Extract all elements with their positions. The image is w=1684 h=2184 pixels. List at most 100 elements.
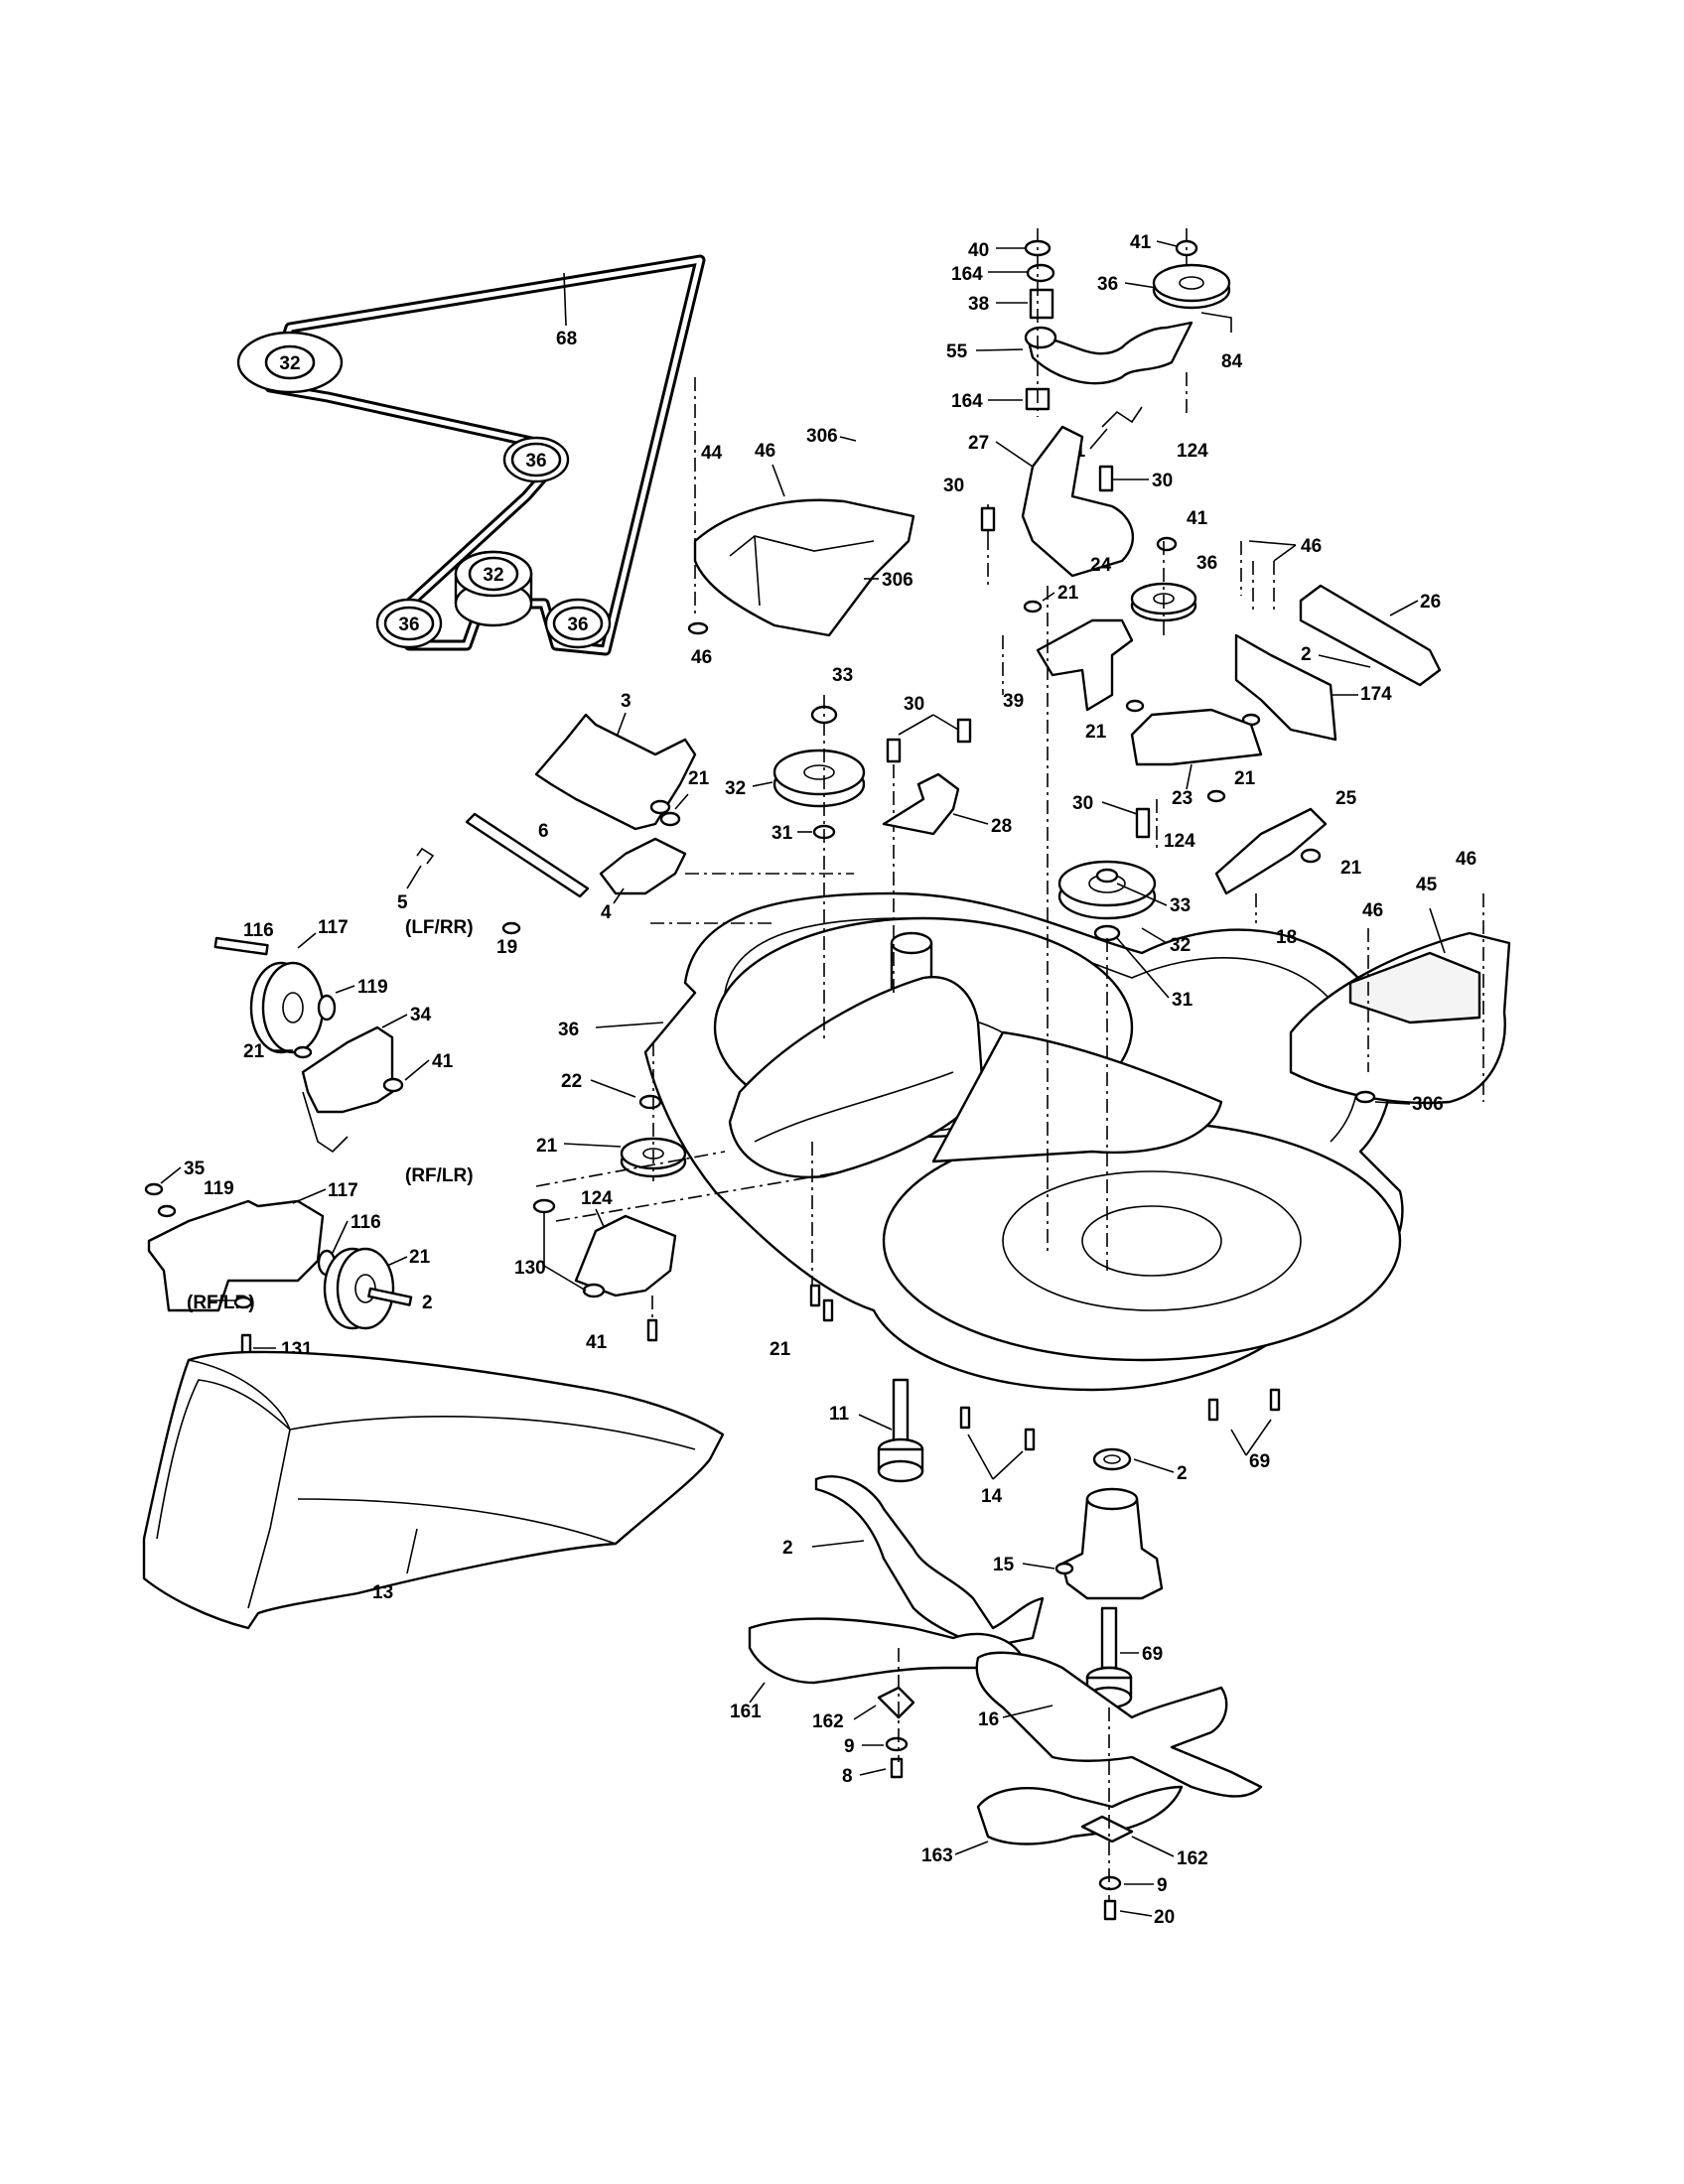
callout-13: 11 bbox=[829, 1404, 850, 1425]
callout-9: 9 bbox=[1157, 1875, 1168, 1896]
spindle-housing: 14 2 15 69 bbox=[959, 1388, 1281, 1600]
belt-pulley-36-mid: 36 bbox=[502, 436, 570, 483]
belt-routing-diagram: 32 36 32 36 36 68 bbox=[236, 254, 706, 656]
right-spindle-pulley: 30 33 32 31 bbox=[1047, 586, 1193, 1271]
callout-119: 116 bbox=[351, 1212, 381, 1233]
callout-46: 306 bbox=[806, 426, 838, 447]
callout-21: 21 bbox=[1234, 768, 1256, 789]
callout-6: 6 bbox=[538, 821, 549, 842]
callout-9: 9 bbox=[844, 1736, 855, 1757]
callout-21: 130 bbox=[514, 1258, 546, 1279]
callout-34: 34 bbox=[410, 1005, 432, 1025]
callout-2: 2 bbox=[1301, 644, 1312, 665]
right-belt-guard: 45 46 46 306 bbox=[1289, 849, 1511, 1115]
right-spindle-and-blade: 69 69 16 163 162 9 20 bbox=[921, 1606, 1263, 1928]
callout-2: 69 bbox=[1249, 1451, 1270, 1472]
callout-36: 36 bbox=[1196, 553, 1217, 574]
callout-33: 33 bbox=[832, 665, 853, 686]
callout-24: 24 bbox=[1090, 555, 1112, 576]
callout-1: 36 bbox=[558, 1020, 579, 1040]
right-idler-assembly: 41 36 46 26 24 21 39 2 174 21 40 23 2 bbox=[1002, 508, 1442, 948]
callout-162: 162 bbox=[812, 1711, 844, 1732]
callout-16: 16 bbox=[978, 1709, 999, 1730]
callout-22: 124 bbox=[581, 1188, 613, 1209]
callout-130: 21 bbox=[770, 1339, 791, 1360]
callout-164: 164 bbox=[951, 391, 983, 412]
left-deck-bracket: 3 21 6 5 4 19 (LF/RR) bbox=[397, 691, 854, 958]
gauge-wheel-rf-lr: 35 119 117 116 21 2 (RF/LR) 131 (RF/LR) bbox=[144, 1159, 474, 1360]
callout-32: 32 bbox=[725, 778, 746, 799]
callout-20: 20 bbox=[1154, 1907, 1175, 1928]
callout-41: 41 bbox=[1130, 232, 1152, 253]
gauge-wheel-lf-rr: 116 117 119 34 21 41 bbox=[213, 917, 454, 1154]
belt-pulley-label: 32 bbox=[483, 565, 503, 586]
callout-41: 35 bbox=[184, 1159, 206, 1179]
callout-30: 30 bbox=[943, 476, 964, 496]
callout-2: 14 bbox=[981, 1486, 1003, 1507]
callout-38: 38 bbox=[968, 294, 989, 315]
callout-44: 46 bbox=[755, 441, 775, 462]
orientation-note-rf-lr: (RF/LR) bbox=[405, 1165, 474, 1186]
callout-163: 163 bbox=[921, 1845, 953, 1866]
callout-41: 41 bbox=[1187, 508, 1208, 529]
callout-119: 119 bbox=[357, 977, 388, 998]
callout-32: 32 bbox=[1170, 935, 1191, 956]
callout-69: 69 bbox=[1142, 1644, 1163, 1665]
callout-21: 119 bbox=[204, 1178, 234, 1199]
callout-15: 2 bbox=[1177, 1463, 1188, 1484]
center-spindle-pulley: 33 32 31 30 28 bbox=[725, 665, 1012, 1042]
left-spindle-and-blade: 11 2 161 162 9 8 bbox=[730, 1378, 1045, 1787]
callout-41: 22 bbox=[561, 1071, 582, 1092]
mower-deck-housing: 36 bbox=[558, 891, 1404, 1392]
callout-30: 30 bbox=[904, 694, 924, 715]
callout-124: 124 bbox=[1164, 831, 1195, 852]
callout-306: 46 bbox=[691, 647, 712, 668]
belt-pulley-32-top: 32 bbox=[236, 331, 344, 394]
callout-124: 41 bbox=[586, 1332, 608, 1353]
callout-306: 306 bbox=[1412, 1094, 1444, 1115]
callout-39: 39 bbox=[1003, 691, 1024, 712]
belt-pulley-label: 36 bbox=[525, 451, 546, 472]
callout-124: 124 bbox=[1177, 441, 1208, 462]
orientation-note-lf-rr: (LF/RR) bbox=[405, 917, 474, 938]
idler-bracket-assembly: 40 164 38 55 164 41 36 84 61 124 27 bbox=[943, 228, 1243, 586]
callout-21: 21 bbox=[1085, 722, 1107, 743]
callout-46: 46 bbox=[1301, 536, 1322, 557]
callout-14: 15 bbox=[993, 1555, 1015, 1575]
callout-306: 306 bbox=[882, 570, 913, 591]
callout-40: 40 bbox=[968, 240, 989, 261]
callout-21: 21 bbox=[688, 768, 710, 789]
callout-23: 23 bbox=[1172, 788, 1193, 809]
belt-pulley-36-right: 36 bbox=[544, 598, 612, 649]
callout-116: 116 bbox=[243, 920, 274, 941]
callout-161: 161 bbox=[730, 1702, 762, 1722]
callout-21: 21 bbox=[243, 1041, 265, 1062]
callout-117: 117 bbox=[318, 917, 349, 938]
callout-45: 45 bbox=[1416, 875, 1438, 895]
callout-31: 31 bbox=[1172, 990, 1193, 1011]
callout-68: 68 bbox=[556, 329, 577, 349]
callout-35: 117 bbox=[328, 1180, 358, 1201]
callout-36: 36 bbox=[1097, 274, 1118, 295]
callout-117: 21 bbox=[409, 1247, 431, 1268]
callout-4: 4 bbox=[601, 902, 612, 923]
callout-18: 18 bbox=[1276, 927, 1297, 948]
belt-pulley-36-left: 36 bbox=[375, 598, 443, 649]
belt-pulley-label: 36 bbox=[398, 614, 419, 635]
callout-30: 30 bbox=[1152, 471, 1173, 491]
callout-28: 28 bbox=[991, 816, 1012, 837]
callout-21: 21 bbox=[1340, 858, 1362, 879]
callout-25: 25 bbox=[1335, 788, 1357, 809]
belt-pulley-32-center: 32 bbox=[454, 550, 533, 627]
callout-84: 84 bbox=[1221, 351, 1243, 372]
discharge-chute: 13 bbox=[142, 1350, 725, 1630]
callout-11: 2 bbox=[782, 1538, 793, 1559]
callout-26: 26 bbox=[1420, 592, 1441, 613]
callout-30: 30 bbox=[1072, 793, 1093, 814]
callout-46: 46 bbox=[1362, 900, 1383, 921]
callout-31: 31 bbox=[772, 823, 793, 844]
belt-pulley-label: 32 bbox=[279, 353, 300, 374]
callout-19: 19 bbox=[496, 937, 517, 958]
callout-3: 3 bbox=[621, 691, 632, 712]
